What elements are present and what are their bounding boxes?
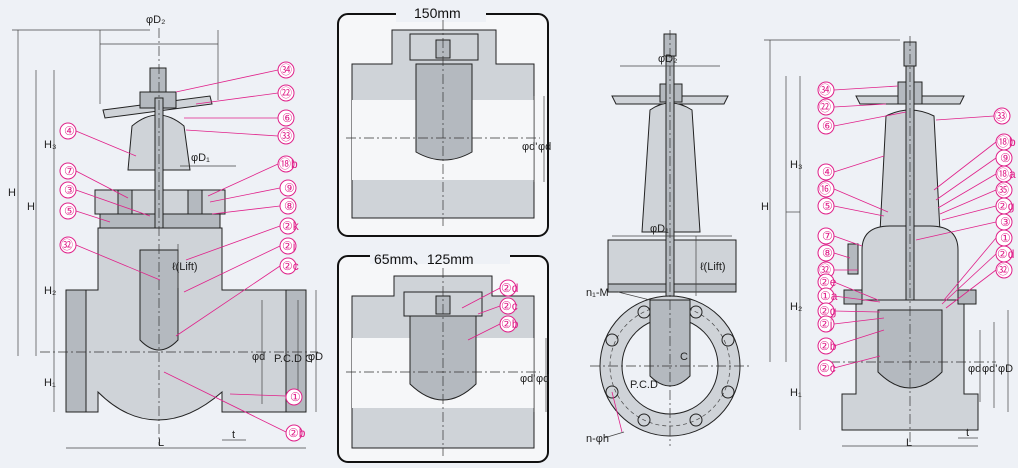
- right-callout-2e: ②e: [819, 275, 837, 289]
- inset-65-125mm: 65mm、125mm φd' φd ②d ②c ②b: [337, 248, 549, 463]
- front-lift: ℓ(Lift): [700, 261, 726, 273]
- right-callout-8: ⑧: [822, 246, 833, 260]
- callout-2j: ②j: [282, 239, 295, 253]
- inset65-callout-2b: ②b: [501, 317, 519, 331]
- right-callout-5: ⑤: [822, 199, 833, 213]
- left-callouts: ㉞ ㉒ ⑥ ㉝ ⑱b ⑨ ⑧ ②k ②j ②c ① ②b ④: [59, 61, 306, 442]
- right-callout-2g-b: ②g: [997, 199, 1014, 213]
- callout-6: ⑥: [282, 111, 293, 125]
- callout-2c: ②c: [282, 259, 299, 273]
- left-dim-labels: φD₂ φD₁ H H H₃ H₂ H₁ L t φd P.C.D C φD ℓ…: [8, 14, 323, 449]
- right-callout-34: ㉞: [819, 83, 831, 97]
- right-callout-3: ③: [1000, 215, 1011, 229]
- callout-34: ㉞: [280, 63, 292, 77]
- callout-18b: ⑱b: [279, 157, 298, 171]
- right-dim-phi-D: φD: [998, 363, 1013, 375]
- dim-h-outer: H: [8, 187, 16, 199]
- right-callout-2g: ②g: [819, 304, 836, 318]
- right-dim-h2: H₂: [790, 301, 802, 313]
- inset-150mm-title: 150mm: [414, 5, 461, 21]
- front-phi-d2: φD₂: [658, 53, 677, 65]
- inset-150mm: 150mm φd' φd: [337, 5, 551, 237]
- right-dim-phi-d-prime: φd': [982, 363, 997, 375]
- right-dim-h: H: [761, 201, 769, 213]
- right-callout-32: ㉜: [819, 263, 831, 277]
- right-callout-32b: ㉜: [997, 263, 1009, 277]
- callout-22: ㉒: [280, 86, 292, 100]
- inset-65-125mm-title: 65mm、125mm: [374, 251, 474, 267]
- left-section-view: [12, 28, 318, 449]
- callout-1: ①: [290, 390, 301, 404]
- right-callout-2j: ②j: [819, 317, 832, 331]
- right-dim-t: t: [966, 427, 969, 439]
- dim-l: L: [158, 437, 164, 449]
- right-dim-h1: H₁: [790, 387, 802, 399]
- right-callout-18a: ⑱a: [997, 167, 1016, 181]
- right-callout-1: ①: [1000, 231, 1011, 245]
- front-n1-m: n₁-M: [586, 287, 609, 299]
- right-callout-18b: ⑱b: [997, 135, 1016, 149]
- front-pcd: P.C.D: [630, 379, 658, 391]
- right-callout-1a: ①a: [820, 289, 838, 303]
- front-phi-d1: φD₁: [650, 223, 669, 235]
- callout-3: ③: [64, 183, 75, 197]
- front-n-phi-h: n-φh: [586, 433, 609, 445]
- right-callout-4: ④: [822, 165, 833, 179]
- dim-h3: H₃: [44, 139, 56, 151]
- front-c: C: [680, 351, 688, 363]
- front-labels: φD₂ φD₁ ℓ(Lift) n₁-M C P.C.D n-φh: [586, 53, 726, 445]
- right-callout-7: ⑦: [822, 229, 833, 243]
- right-callout-35: ㉟: [997, 183, 1009, 197]
- callout-5: ⑤: [64, 204, 75, 218]
- callout-33: ㉝: [280, 129, 292, 143]
- callout-32: ㉜: [61, 238, 73, 252]
- dim-phi-D: φD: [308, 351, 323, 363]
- dim-phi-d: φd: [252, 351, 265, 363]
- callout-4: ④: [64, 124, 75, 138]
- dim-t: t: [232, 429, 235, 441]
- callout-2k: ②k: [282, 219, 300, 233]
- inset65-phi-d-prime: φd': [520, 373, 535, 385]
- callout-7: ⑦: [64, 164, 75, 178]
- right-dim-l: L: [906, 437, 912, 449]
- dim-lift: ℓ(Lift): [172, 261, 198, 273]
- right-callout-2b: ②b: [819, 339, 837, 353]
- dim-h-inner: H: [27, 201, 35, 213]
- callout-9: ⑨: [284, 181, 295, 195]
- right-section-view: [764, 36, 1009, 447]
- inset150-phi-d-prime: φd': [522, 141, 537, 153]
- right-dim-phi-d: φd: [968, 363, 981, 375]
- inset150-phi-d: φd: [538, 141, 551, 153]
- right-dim-labels: H H₃ H₂ H₁ L t φd φd' φD: [761, 159, 1013, 449]
- inset65-callout-2d: ②d: [501, 281, 518, 295]
- right-dim-h3: H₃: [790, 159, 802, 171]
- callout-2b: ②b: [288, 426, 306, 440]
- callout-8: ⑧: [284, 199, 295, 213]
- inset65-phi-d: φd: [536, 373, 549, 385]
- right-callout-9: ⑨: [1000, 151, 1011, 165]
- dim-phi-d1: φD₁: [191, 152, 210, 164]
- right-callout-6: ⑥: [822, 119, 833, 133]
- right-callout-22: ㉒: [819, 100, 831, 114]
- right-callout-2d: ②d: [997, 247, 1014, 261]
- dim-phi-d2: φD₂: [146, 14, 165, 26]
- front-view: [590, 30, 750, 446]
- inset65-callout-2c: ②c: [501, 299, 518, 313]
- right-callout-16: ⑯: [819, 182, 831, 196]
- right-callout-2c: ②c: [819, 361, 836, 375]
- right-callouts: ㉞ ㉒ ⑥ ④ ⑯ ⑤ ⑦ ⑧ ㉜ ②e ①a ②g ②j ②b ②c ㉝ ⑱b…: [817, 81, 1016, 377]
- dim-pcd-c: P.C.D C: [274, 353, 313, 365]
- dim-h2: H₂: [44, 285, 56, 297]
- right-callout-33: ㉝: [995, 109, 1007, 123]
- dim-h1: H₁: [44, 377, 56, 389]
